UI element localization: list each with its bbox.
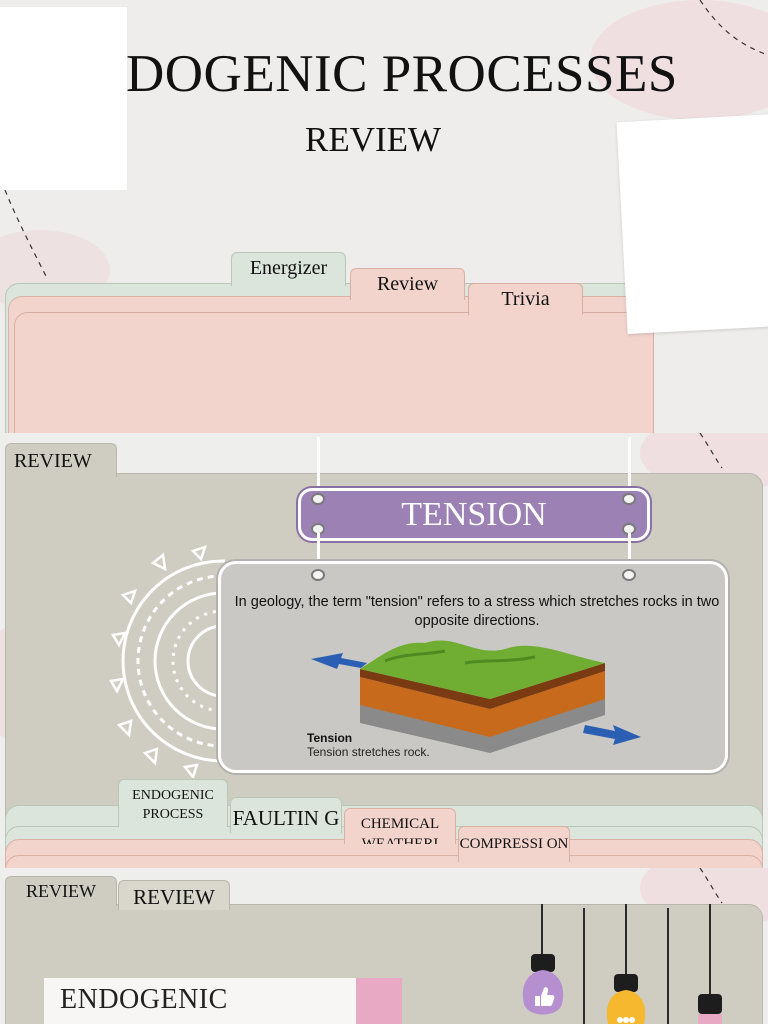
like-bulb-icon <box>522 954 564 1015</box>
slide-endogenic-review: REVIEW REVIEW ENDOGENIC <box>0 868 768 1024</box>
tension-diagram <box>311 640 641 753</box>
slide-endogenic-title: DOGENIC PROCESSES REVIEW Energizer Revie… <box>0 0 768 433</box>
tab-review[interactable]: REVIEW <box>118 880 230 910</box>
bulb-cord <box>667 908 669 1024</box>
tab-review-small[interactable]: REVIEW <box>5 876 117 906</box>
bulb-icon <box>698 994 722 1024</box>
diagram-title: Tension <box>307 731 353 745</box>
photo-frame-right <box>616 113 768 335</box>
bulb-cord <box>541 904 543 958</box>
slide-subtitle: REVIEW <box>305 120 442 159</box>
tab-energizer[interactable]: Energizer <box>231 252 346 286</box>
mandala-icon <box>108 545 225 778</box>
endogenic-card <box>44 978 356 1024</box>
tab-faulting[interactable]: FAULTIN G <box>230 797 342 833</box>
hanging-string-right <box>628 533 631 573</box>
diagram-caption: Tension stretches rock. <box>307 745 430 759</box>
sign-hole <box>622 493 636 505</box>
endogenic-label: ENDOGENIC <box>60 984 228 1015</box>
board-hole <box>311 569 325 581</box>
tab-review[interactable]: REVIEW <box>5 443 117 477</box>
topic-sign: TENSION <box>298 488 650 541</box>
folder-trivia <box>14 312 654 433</box>
tab-trivia[interactable]: Trivia <box>468 283 583 315</box>
bulb-cord <box>709 904 711 996</box>
tab-compression[interactable]: COMPRESSI ON <box>458 826 570 862</box>
bulb-cord <box>625 904 627 976</box>
board-hole <box>622 569 636 581</box>
hanging-string-left <box>317 437 320 493</box>
slide-title: DOGENIC PROCESSES <box>126 45 678 103</box>
yellow-bulb-icon <box>606 974 646 1024</box>
slide-tension: REVIEW TENSION In geology, the term <box>0 433 768 868</box>
hanging-string-left <box>317 533 320 573</box>
accent-bar <box>356 978 402 1024</box>
folder-layer <box>5 855 763 868</box>
tab-endogenic-process[interactable]: ENDOGENIC PROCESS <box>118 779 228 827</box>
tension-definition: In geology, the term "tension" refers to… <box>234 594 720 629</box>
tab-chemical-weathering[interactable]: CHEMICAL WEATHERI <box>344 808 456 844</box>
sign-hole <box>311 493 325 505</box>
bulb-cord <box>583 908 585 1024</box>
tab-review[interactable]: Review <box>350 268 465 300</box>
hanging-string-right <box>628 437 631 493</box>
photo-frame <box>0 7 127 190</box>
